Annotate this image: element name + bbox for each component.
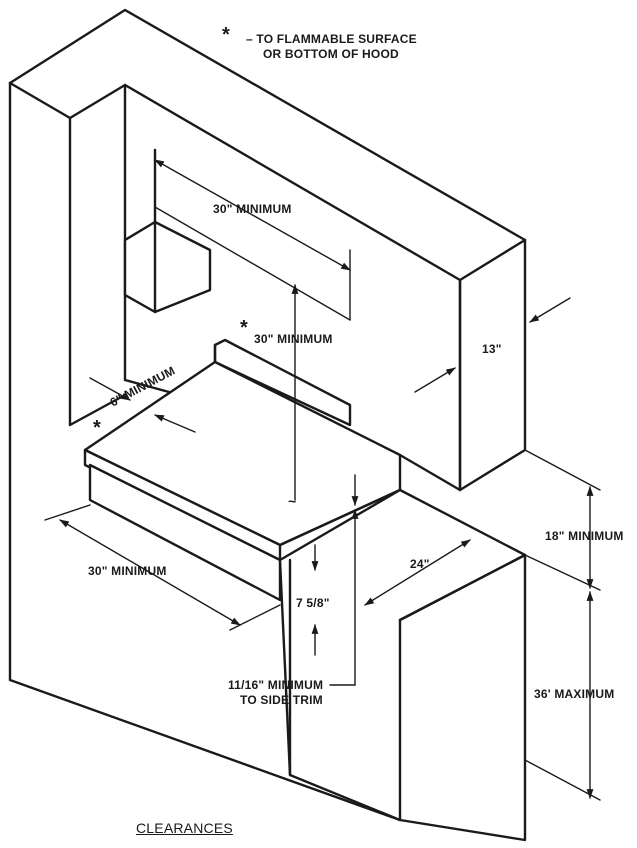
drawing-title: CLEARANCES [136,820,233,836]
side-star: * [93,417,101,439]
counter-height-label: 36' MAXIMUM [534,687,615,701]
note-star: * [222,24,230,46]
range-height-label: 7 5/8" [296,596,330,610]
trim-label-line-2: TO SIDE TRIM [240,693,323,707]
upper-clearance-label: 18" MINIMUM [545,529,624,543]
trim-label-line-1: 11/16" MINIMUM [228,678,324,692]
note-line-1: – TO FLAMMABLE SURFACE [246,32,417,46]
top-width-label: 30" MINIMUM [213,202,292,216]
hood-height-star: * [240,317,248,339]
cabinet-depth-label: 13" [482,342,502,356]
note-line-2: OR BOTTOM OF HOOD [263,47,399,61]
dimension-lines [44,159,601,801]
wall-frame [8,8,527,822]
counter-depth-label: 24" [410,557,430,571]
hood-height-label: 30" MINIMUM [254,332,333,346]
hood-block [123,148,351,321]
counter [278,488,527,842]
front-width-label: 30" MINIMUM [88,564,167,578]
approx-mark: ~ [288,493,297,509]
